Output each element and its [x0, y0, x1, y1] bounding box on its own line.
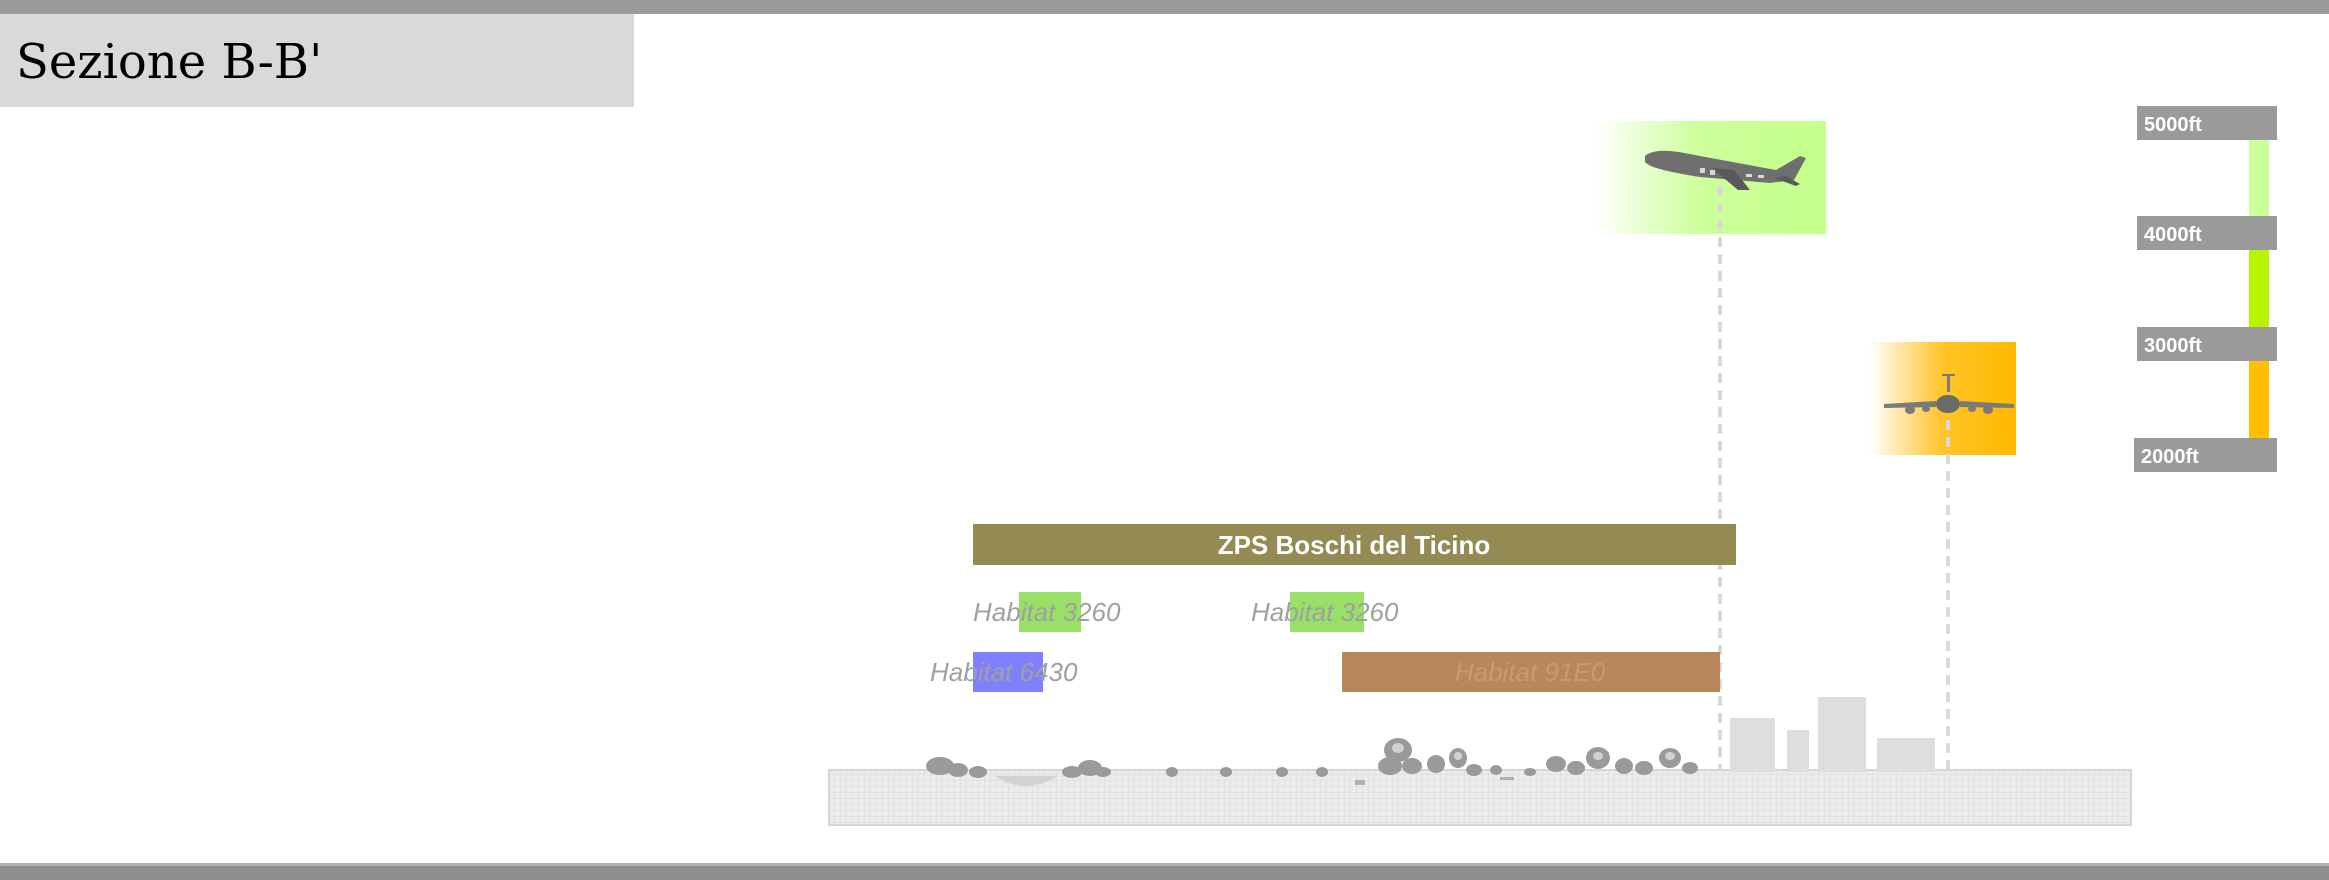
altitude-label-2000: 2000ft: [2141, 446, 2199, 468]
urban-buildings: [1730, 697, 1935, 772]
altitude-band-3000-4000: [2249, 234, 2269, 329]
airplane-front-icon: [1884, 374, 2014, 414]
top-bar: [0, 0, 2329, 14]
habitat-91e0-band: [1342, 652, 1720, 692]
habitat-91e0-label: Habitat 91E0: [1455, 657, 1606, 687]
altitude-tag-5000: [2137, 106, 2277, 140]
altitude-label-3000: 3000ft: [2144, 335, 2202, 357]
airplane-icon: [1645, 150, 1806, 190]
river-channel: [995, 776, 1058, 786]
altitude-label-5000: 5000ft: [2144, 114, 2202, 136]
altitude-tag-4000: [2137, 216, 2277, 250]
title-panel: Sezione B-B': [0, 14, 634, 107]
page-title: Sezione B-B': [16, 34, 323, 90]
altitude-tag-3000: [2137, 327, 2277, 361]
altitude-band-4000-5000: [2249, 124, 2269, 219]
habitat-3260-a-label: Habitat 3260: [973, 597, 1121, 627]
zps-label: ZPS Boschi del Ticino: [1218, 530, 1491, 560]
tree-icon: [926, 738, 1698, 785]
altitude-band-2000-3000: [2249, 344, 2269, 439]
habitat-3260-b-marker: [1290, 592, 1364, 632]
altitude-label-4000: 4000ft: [2144, 224, 2202, 246]
altitude-tag-2000: [2134, 438, 2277, 472]
habitat-6430-marker: [973, 652, 1043, 692]
zps-band: [973, 524, 1736, 565]
bottom-bar: [0, 863, 2329, 880]
habitat-3260-a-marker: [1019, 592, 1081, 632]
habitat-6430-label: Habitat 6430: [930, 657, 1078, 687]
habitat-3260-b-label: Habitat 3260: [1251, 597, 1399, 627]
tree-highlight: [1392, 743, 1675, 760]
altitude-scale: 5000ft 4000ft 3000ft 2000ft: [2134, 106, 2277, 472]
